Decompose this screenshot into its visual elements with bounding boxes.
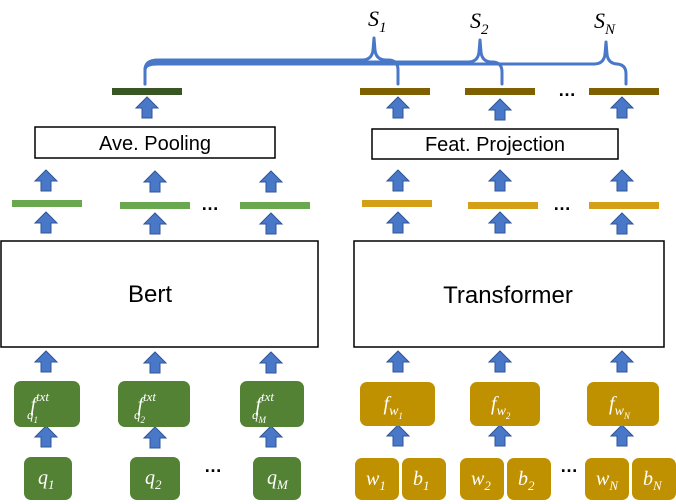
score-label: S2 [470,8,489,38]
up-arrow-icon [142,426,168,449]
bracket-s2 [143,38,504,86]
transformer-input-feature-chip [587,382,659,426]
feature-chip-label: fw2 [491,393,511,421]
transformer-input-feature-chip [470,382,540,426]
up-arrow-icon [385,96,411,119]
up-arrow-icon [258,212,284,235]
token-chip-label: b2 [518,468,535,493]
transformer-input-feature-chip [360,382,435,426]
up-arrow-icon [487,169,513,192]
up-arrow-icon [487,350,513,373]
box-token-chip [632,458,676,500]
token-chip-label: w2 [471,468,491,493]
up-arrow-icon [609,350,635,373]
up-arrow-icon [385,169,411,192]
word-embedding-bar-1 [360,88,430,95]
bert-output-bar-1 [12,200,82,207]
bert-label: Bert [128,281,172,308]
feature-chip-label: fwN [609,393,631,421]
token-chip-label: qM [267,467,289,492]
token-chips: q1 q2 qM w1 b1 w2 b2 wN bN [24,457,676,500]
up-arrow-icon [258,170,284,193]
word-embedding-bar-2 [465,88,535,95]
up-arrow-icon [142,170,168,193]
token-chip-label: w1 [366,468,386,493]
bert-input-feature-chip [14,381,80,427]
ellipsis-right-bottom: … [560,456,578,476]
query-token-chip [130,457,180,500]
up-arrow-icon [385,211,411,234]
transformer-output-bar-2 [468,202,538,209]
up-arrow-icon [258,425,284,448]
query-embedding-bar [112,88,182,95]
token-chip-label: b1 [413,468,430,493]
transformer-output-bar-n [589,202,659,209]
score-labels: S1 S2 SN [368,6,616,38]
feat-projection-box [371,128,619,160]
up-arrow-icon [33,169,59,192]
ave-pooling-box [34,126,276,159]
word-token-chip [460,458,504,500]
bracket-sn [143,40,628,86]
query-token-chip [24,457,72,500]
up-arrow-icon [33,211,59,234]
token-chip-label: bN [643,468,663,493]
up-arrow-icon [33,350,59,373]
up-arrow-icon [609,169,635,192]
ellipsis-right-mid: … [553,194,571,214]
bert-output-bar-2 [120,202,190,209]
up-arrow-icon [487,424,513,447]
transformer-label: Transformer [443,282,573,309]
transformer-box [353,240,665,348]
bert-box [0,240,319,348]
up-arrow-icon [33,425,59,448]
ellipsis-left-mid: … [201,194,219,214]
token-chip-label: wN [596,468,619,493]
up-arrow-icon [385,350,411,373]
ellipsis-left-bottom: … [204,456,222,476]
up-arrow-icon [609,424,635,447]
bert-input-feature-chip [118,381,190,427]
token-chip-label: q2 [145,467,162,492]
ellipsis-top: … [558,80,576,100]
up-arrow-icon [142,351,168,374]
box-token-chip [507,458,551,500]
query-token-chip [253,457,301,500]
up-arrow-icon [385,424,411,447]
up-arrow-icon [609,212,635,235]
flow-arrows [33,96,635,449]
word-token-chip [355,458,399,500]
box-token-chip [402,458,446,500]
up-arrow-icon [134,96,160,119]
score-brackets [143,36,628,86]
up-arrow-icon [487,211,513,234]
bert-output-bar-m [240,202,310,209]
transformer-output-bar-1 [362,200,432,207]
token-chip-label: q1 [38,467,55,492]
feature-chip-label: fw1 [384,393,403,421]
up-arrow-icon [609,96,635,119]
up-arrow-icon [142,212,168,235]
bert-input-feature-chip [240,381,304,427]
up-arrow-icon [258,351,284,374]
score-label: SN [594,8,616,38]
word-embedding-bar-n [589,88,659,95]
up-arrow-icon [487,98,513,121]
feat-projection-label: Feat. Projection [425,134,565,156]
ave-pooling-label: Ave. Pooling [99,133,211,155]
word-token-chip [585,458,629,500]
score-label: S1 [368,6,387,36]
